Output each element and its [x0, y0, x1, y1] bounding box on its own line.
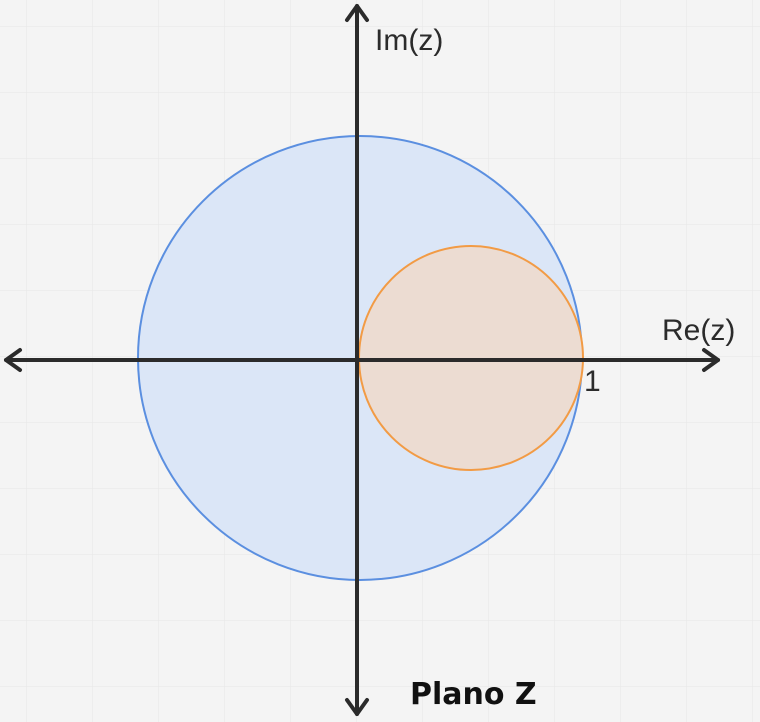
real-axis-label: Re(z): [662, 314, 735, 347]
imaginary-axis: [345, 4, 369, 716]
real-axis: [4, 348, 720, 372]
diagram-title: Plano Z: [410, 677, 537, 712]
real-axis-right-arrow: [702, 348, 720, 372]
imaginary-axis-bottom-arrow: [345, 698, 369, 716]
imaginary-axis-top-arrow: [345, 4, 369, 22]
real-axis-left-arrow: [4, 348, 22, 372]
unit-tick-label: 1: [584, 365, 601, 398]
imaginary-axis-label: Im(z): [375, 24, 443, 57]
